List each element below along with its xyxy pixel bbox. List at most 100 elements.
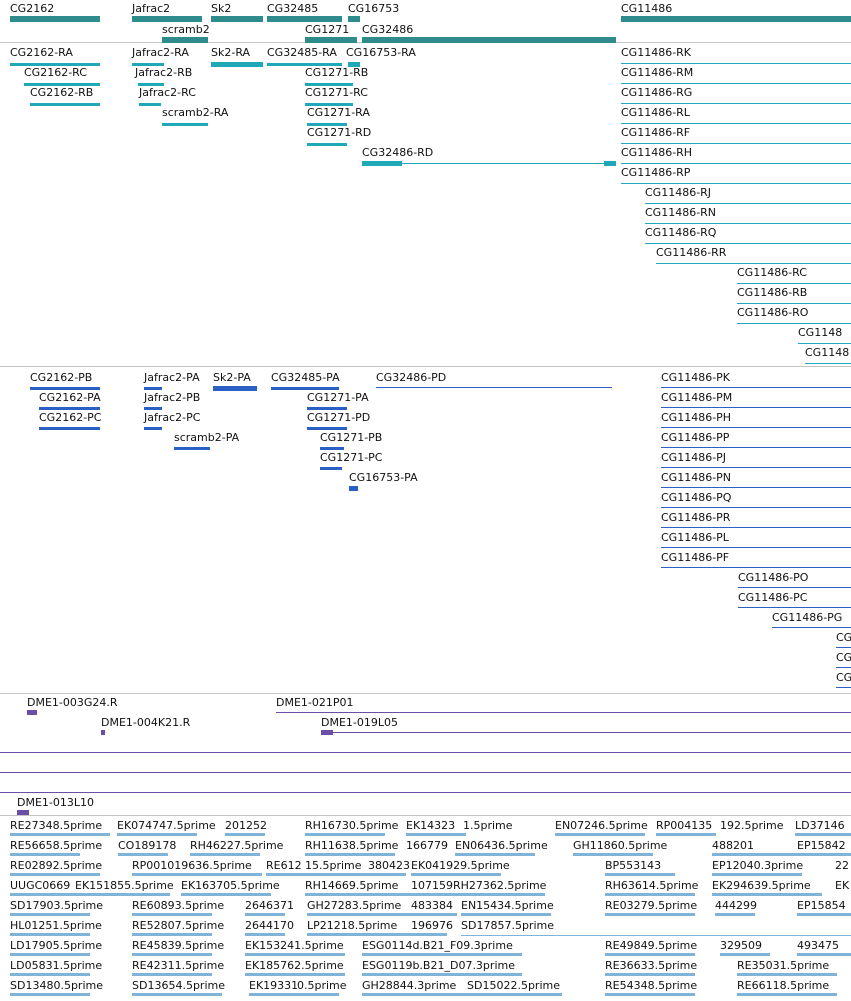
transcript-feature[interactable]: [737, 303, 851, 304]
transcript-feature[interactable]: [305, 103, 353, 106]
transcript-feature[interactable]: [24, 83, 100, 86]
est-label[interactable]: 2644170: [245, 919, 294, 932]
est-feature[interactable]: [266, 873, 406, 876]
est-label[interactable]: 1.5prime: [463, 819, 513, 832]
protein-label[interactable]: CG2162-PB: [30, 371, 93, 384]
protein-label[interactable]: CG1271-PC: [320, 451, 383, 464]
clone-feature[interactable]: [17, 810, 29, 815]
transcript-feature[interactable]: [267, 63, 342, 66]
est-feature[interactable]: [737, 993, 837, 996]
protein-label[interactable]: CG11486-PC: [738, 591, 808, 604]
est-label[interactable]: EN07246.5prime: [555, 819, 648, 832]
est-feature[interactable]: [117, 833, 197, 836]
protein-label[interactable]: CG11486-PK: [661, 371, 731, 384]
est-feature[interactable]: [797, 953, 851, 956]
protein-feature[interactable]: [738, 607, 851, 608]
est-feature[interactable]: [10, 933, 90, 936]
est-label[interactable]: 380423: [368, 859, 410, 872]
est-label[interactable]: SD17857.5prime: [461, 919, 554, 932]
transcript-label[interactable]: CG32485-RA: [267, 46, 337, 59]
est-feature[interactable]: [225, 833, 265, 836]
est-feature[interactable]: [737, 973, 837, 976]
gene-feature[interactable]: [162, 37, 208, 43]
est-label[interactable]: RE42311.5prime: [132, 959, 225, 972]
est-label[interactable]: GH27283.5prime: [307, 899, 402, 912]
transcript-feature[interactable]: [307, 123, 347, 126]
clone-feature[interactable]: [276, 712, 851, 713]
est-label[interactable]: RE49849.5prime: [605, 939, 698, 952]
gene-label[interactable]: Jafrac2: [132, 2, 171, 15]
est-label[interactable]: RE36633.5prime: [605, 959, 698, 972]
est-label[interactable]: EK153241.5prime: [245, 939, 344, 952]
est-label[interactable]: LD05831.5prime: [10, 959, 103, 972]
est-feature[interactable]: [10, 853, 80, 856]
transcript-feature[interactable]: [645, 223, 851, 224]
gene-label[interactable]: CG1271: [305, 23, 350, 36]
est-feature[interactable]: [181, 893, 271, 896]
transcript-feature[interactable]: [162, 123, 208, 126]
est-feature[interactable]: [656, 833, 716, 836]
est-feature[interactable]: [10, 833, 110, 836]
protein-label[interactable]: CG1271-PB: [320, 431, 383, 444]
est-feature[interactable]: [190, 853, 260, 856]
est-feature[interactable]: [118, 853, 168, 856]
protein-label[interactable]: CG11486-PG: [772, 611, 843, 624]
gene-label[interactable]: CG16753: [348, 2, 400, 15]
transcript-feature[interactable]: [737, 283, 851, 284]
est-label[interactable]: EP15842: [797, 839, 846, 852]
est-feature[interactable]: [10, 973, 90, 976]
protein-label[interactable]: CG32485-PA: [271, 371, 340, 384]
transcript-feature[interactable]: [737, 323, 851, 324]
protein-label[interactable]: CG: [836, 631, 851, 644]
est-feature[interactable]: [605, 973, 695, 976]
transcript-feature[interactable]: [305, 83, 353, 86]
est-label[interactable]: LD37146: [795, 819, 845, 832]
transcript-label[interactable]: CG2162-RC: [24, 66, 87, 79]
protein-label[interactable]: CG: [836, 651, 851, 664]
clone-feature[interactable]: [0, 752, 851, 753]
est-label[interactable]: EK185762.5prime: [245, 959, 344, 972]
est-label[interactable]: EN06436.5prime: [455, 839, 548, 852]
transcript-label[interactable]: Jafrac2-RB: [135, 66, 193, 79]
est-feature[interactable]: [573, 853, 653, 856]
est-label[interactable]: RH63614.5prime: [605, 879, 699, 892]
est-label[interactable]: 192.5prime: [720, 819, 784, 832]
transcript-label[interactable]: CG1148: [805, 346, 850, 359]
protein-label[interactable]: CG11486-PJ: [661, 451, 727, 464]
est-label[interactable]: EP15854: [797, 899, 846, 912]
transcript-label[interactable]: CG11486-RM: [621, 66, 694, 79]
est-label[interactable]: EK: [835, 879, 850, 892]
est-label[interactable]: RH46227.5prime: [190, 839, 284, 852]
est-label[interactable]: 196976: [411, 919, 453, 932]
est-feature[interactable]: [10, 953, 90, 956]
clone-feature[interactable]: [321, 732, 851, 733]
gene-feature[interactable]: [305, 37, 357, 43]
protein-label[interactable]: CG2162-PA: [39, 391, 101, 404]
transcript-label[interactable]: CG11486-RK: [621, 46, 692, 59]
gene-feature[interactable]: [362, 37, 616, 43]
est-label[interactable]: GH28844.3prime: [362, 979, 457, 992]
est-feature[interactable]: [605, 993, 695, 996]
est-feature[interactable]: [307, 933, 447, 936]
est-feature[interactable]: [132, 993, 222, 996]
est-label[interactable]: RE02892.5prime: [10, 859, 103, 872]
gene-feature[interactable]: [10, 16, 100, 22]
protein-feature[interactable]: [39, 407, 100, 410]
clone-feature[interactable]: [101, 730, 105, 735]
est-feature[interactable]: [305, 893, 545, 896]
est-label[interactable]: 329509: [720, 939, 762, 952]
est-label[interactable]: RH27362.5prime: [453, 879, 547, 892]
transcript-feature[interactable]: [621, 103, 851, 104]
protein-label[interactable]: Sk2-PA: [213, 371, 251, 384]
transcript-feature[interactable]: [621, 163, 851, 164]
protein-feature[interactable]: [661, 507, 851, 508]
transcript-label[interactable]: CG11486-RN: [645, 206, 717, 219]
est-label[interactable]: 0.5prime: [297, 979, 347, 992]
est-feature[interactable]: [132, 973, 212, 976]
est-feature[interactable]: [797, 913, 851, 916]
est-feature[interactable]: [245, 953, 345, 956]
transcript-label[interactable]: CG11486-RJ: [645, 186, 712, 199]
protein-feature[interactable]: [772, 627, 851, 628]
est-label[interactable]: EK074747.5prime: [117, 819, 216, 832]
est-feature[interactable]: [132, 873, 262, 876]
